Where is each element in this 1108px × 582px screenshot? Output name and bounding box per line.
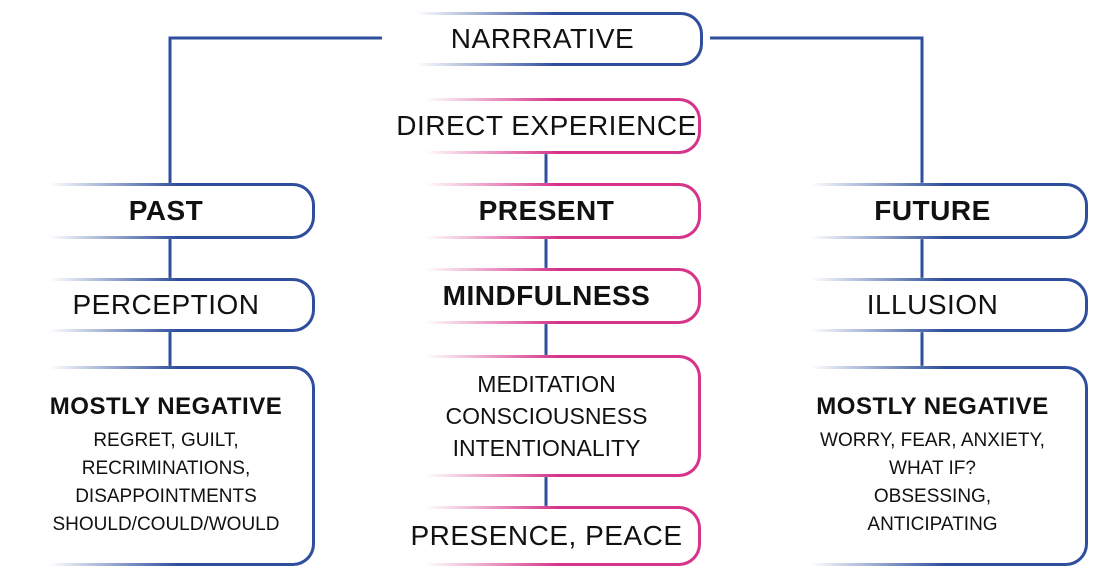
practice-item: MEDITATION xyxy=(477,371,616,397)
past-detail-line: SHOULD/COULD/WOULD xyxy=(52,514,280,535)
narrative-to-past-line xyxy=(168,36,385,185)
future-detail-line: OBSESSING, xyxy=(873,486,992,507)
future-detail-line: WORRY, FEAR, ANXIETY, xyxy=(820,430,1045,451)
mindfulness-label: MINDFULNESS xyxy=(442,280,651,311)
perception-label: PERCEPTION xyxy=(72,289,260,320)
direct-experience-box: DIRECT EXPERIENCE xyxy=(392,97,701,155)
past-detail-box: MOSTLY NEGATIVE REGRET, GUILT, RECRIMINA… xyxy=(17,365,315,567)
practice-item: INTENTIONALITY xyxy=(452,435,641,461)
present-title: PRESENT xyxy=(478,195,615,226)
narrative-to-future-line xyxy=(710,36,924,185)
presence-peace-label: PRESENCE, PEACE xyxy=(410,520,683,551)
practices-box: MEDITATION CONSCIOUSNESS INTENTIONALITY xyxy=(392,354,701,478)
future-title: FUTURE xyxy=(874,195,991,226)
practice-item: CONSCIOUSNESS xyxy=(445,403,648,429)
future-detail-line: ANTICIPATING xyxy=(867,514,998,535)
illusion-box: ILLUSION xyxy=(777,277,1088,333)
narrative-label: NARRRATIVE xyxy=(450,23,635,54)
illusion-label: ILLUSION xyxy=(866,289,999,320)
past-detail-line: DISAPPOINTMENTS xyxy=(75,486,257,507)
presence-peace-box: PRESENCE, PEACE xyxy=(392,505,701,567)
present-box: PRESENT xyxy=(392,182,701,240)
perception-box: PERCEPTION xyxy=(17,277,315,333)
future-box: FUTURE xyxy=(777,182,1088,240)
past-box: PAST xyxy=(17,182,315,240)
past-detail-line: REGRET, GUILT, xyxy=(93,430,239,451)
future-detail-heading: MOSTLY NEGATIVE xyxy=(816,393,1049,420)
past-detail-line: RECRIMINATIONS, xyxy=(81,458,251,479)
past-detail-heading: MOSTLY NEGATIVE xyxy=(49,393,283,420)
future-detail-box: MOSTLY NEGATIVE WORRY, FEAR, ANXIETY, WH… xyxy=(777,365,1088,567)
past-title: PAST xyxy=(128,195,204,226)
narrative-box: NARRRATIVE xyxy=(382,11,703,67)
direct-experience-label: DIRECT EXPERIENCE xyxy=(396,110,697,141)
future-detail-line: WHAT IF? xyxy=(889,458,976,479)
mindfulness-box: MINDFULNESS xyxy=(392,267,701,325)
